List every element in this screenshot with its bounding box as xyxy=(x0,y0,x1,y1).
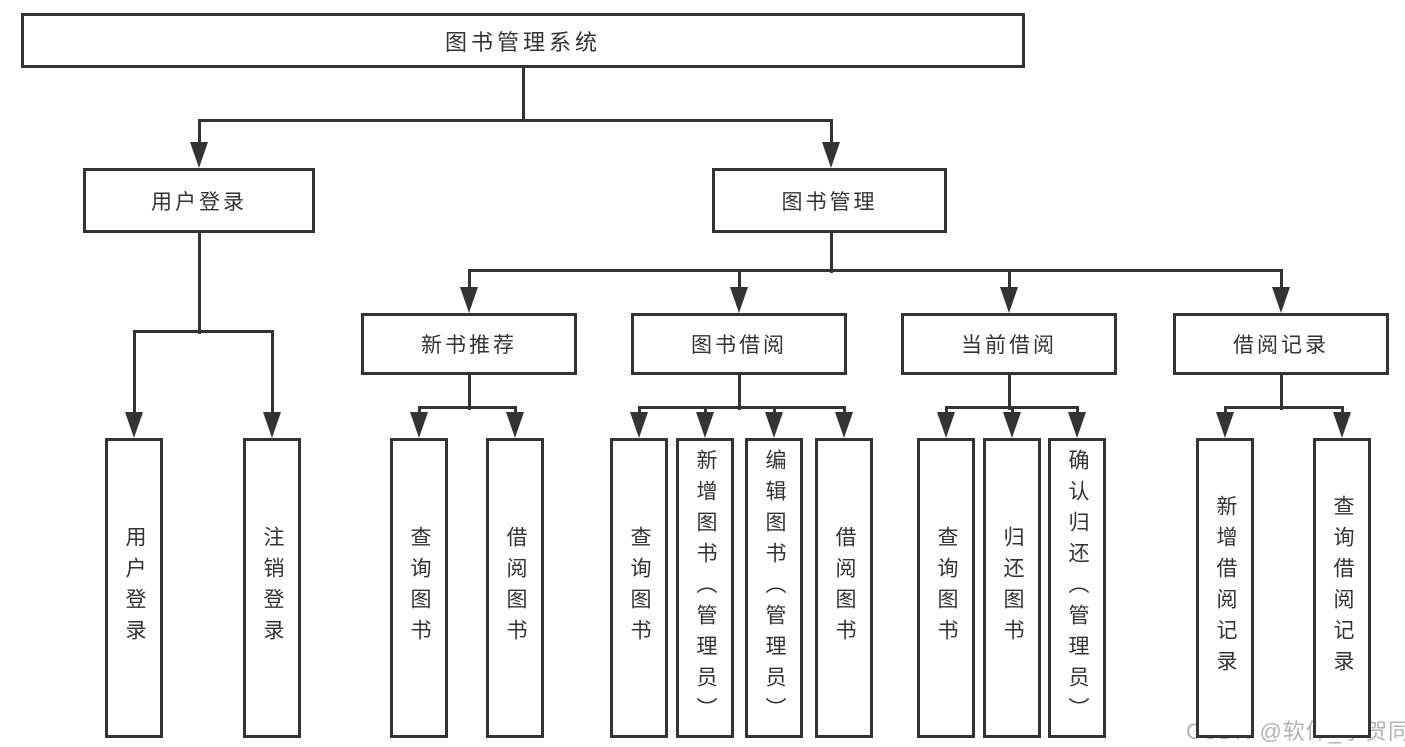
node-borrowing-records: 借阅记录 xyxy=(1173,313,1389,375)
arrowhead-icon xyxy=(506,412,524,438)
leaf-borrow-books-borrowing: 借阅图书 xyxy=(815,438,873,738)
arrowhead-icon xyxy=(730,287,748,313)
connector-line xyxy=(521,68,525,122)
arrowhead-icon xyxy=(1272,287,1290,313)
leaf-query-borrow-record: 查询借阅记录 xyxy=(1313,438,1371,738)
leaf-query-books-current: 查询图书 xyxy=(917,438,975,738)
connector-line xyxy=(829,233,833,273)
connector-line xyxy=(637,405,846,409)
connector-line xyxy=(944,405,1079,409)
connector-line xyxy=(1007,270,1011,290)
connector-line xyxy=(197,120,201,146)
leaf-add-borrow-record: 新增借阅记录 xyxy=(1196,438,1254,738)
leaf-confirm-return-admin: 确认归还（管理员） xyxy=(1048,438,1106,738)
connector-line xyxy=(637,407,641,415)
connector-line xyxy=(467,270,471,290)
arrowhead-icon xyxy=(190,142,208,168)
arrowhead-icon xyxy=(835,412,853,438)
connector-line xyxy=(842,407,846,415)
arrowhead-icon xyxy=(937,412,955,438)
leaf-add-books-admin: 新增图书（管理员） xyxy=(676,438,734,738)
node-library-system: 图书管理系统 xyxy=(21,13,1025,68)
leaf-return-books: 归还图书 xyxy=(983,438,1041,738)
arrowhead-icon xyxy=(630,412,648,438)
connector-line xyxy=(1223,405,1344,409)
connector-line xyxy=(1223,407,1227,415)
connector-line xyxy=(270,331,274,415)
connector-line xyxy=(772,407,776,415)
leaf-query-books-recommend: 查询图书 xyxy=(390,438,448,738)
connector-line xyxy=(197,118,833,122)
arrowhead-icon xyxy=(460,287,478,313)
connector-line xyxy=(1340,407,1344,415)
leaf-query-books-borrowing: 查询图书 xyxy=(610,438,668,738)
connector-line xyxy=(1279,270,1283,290)
connector-line xyxy=(132,331,136,415)
arrowhead-icon xyxy=(1003,412,1021,438)
node-book-borrowing: 图书借阅 xyxy=(631,313,847,375)
connector-line xyxy=(467,268,1283,272)
connector-line xyxy=(417,405,517,409)
arrowhead-icon xyxy=(410,412,428,438)
arrowhead-icon xyxy=(765,412,783,438)
arrowhead-icon xyxy=(696,412,714,438)
connector-line xyxy=(1279,375,1283,410)
arrowhead-icon xyxy=(822,142,840,168)
connector-line xyxy=(467,375,471,410)
connector-line xyxy=(417,407,421,415)
leaf-edit-books-admin: 编辑图书（管理员） xyxy=(745,438,803,738)
connector-line xyxy=(1010,407,1014,415)
connector-line xyxy=(513,407,517,415)
connector-line xyxy=(132,329,274,333)
leaf-user-login: 用户登录 xyxy=(105,438,163,738)
leaf-logout: 注销登录 xyxy=(243,438,301,738)
connector-line xyxy=(829,120,833,146)
node-current-borrowing: 当前借阅 xyxy=(901,313,1117,375)
node-user-login: 用户登录 xyxy=(83,168,315,233)
connector-line xyxy=(737,375,741,410)
arrowhead-icon xyxy=(1333,412,1351,438)
node-new-book-recommend: 新书推荐 xyxy=(361,313,577,375)
leaf-borrow-books-recommend: 借阅图书 xyxy=(486,438,544,738)
connector-line xyxy=(1075,407,1079,415)
connector-line xyxy=(197,233,201,334)
connector-line xyxy=(1007,375,1011,410)
connector-line xyxy=(944,407,948,415)
node-book-management: 图书管理 xyxy=(712,168,947,233)
connector-line xyxy=(737,270,741,290)
arrowhead-icon xyxy=(263,412,281,438)
arrowhead-icon xyxy=(125,412,143,438)
arrowhead-icon xyxy=(1068,412,1086,438)
arrowhead-icon xyxy=(1216,412,1234,438)
arrowhead-icon xyxy=(1000,287,1018,313)
connector-line xyxy=(703,407,707,415)
